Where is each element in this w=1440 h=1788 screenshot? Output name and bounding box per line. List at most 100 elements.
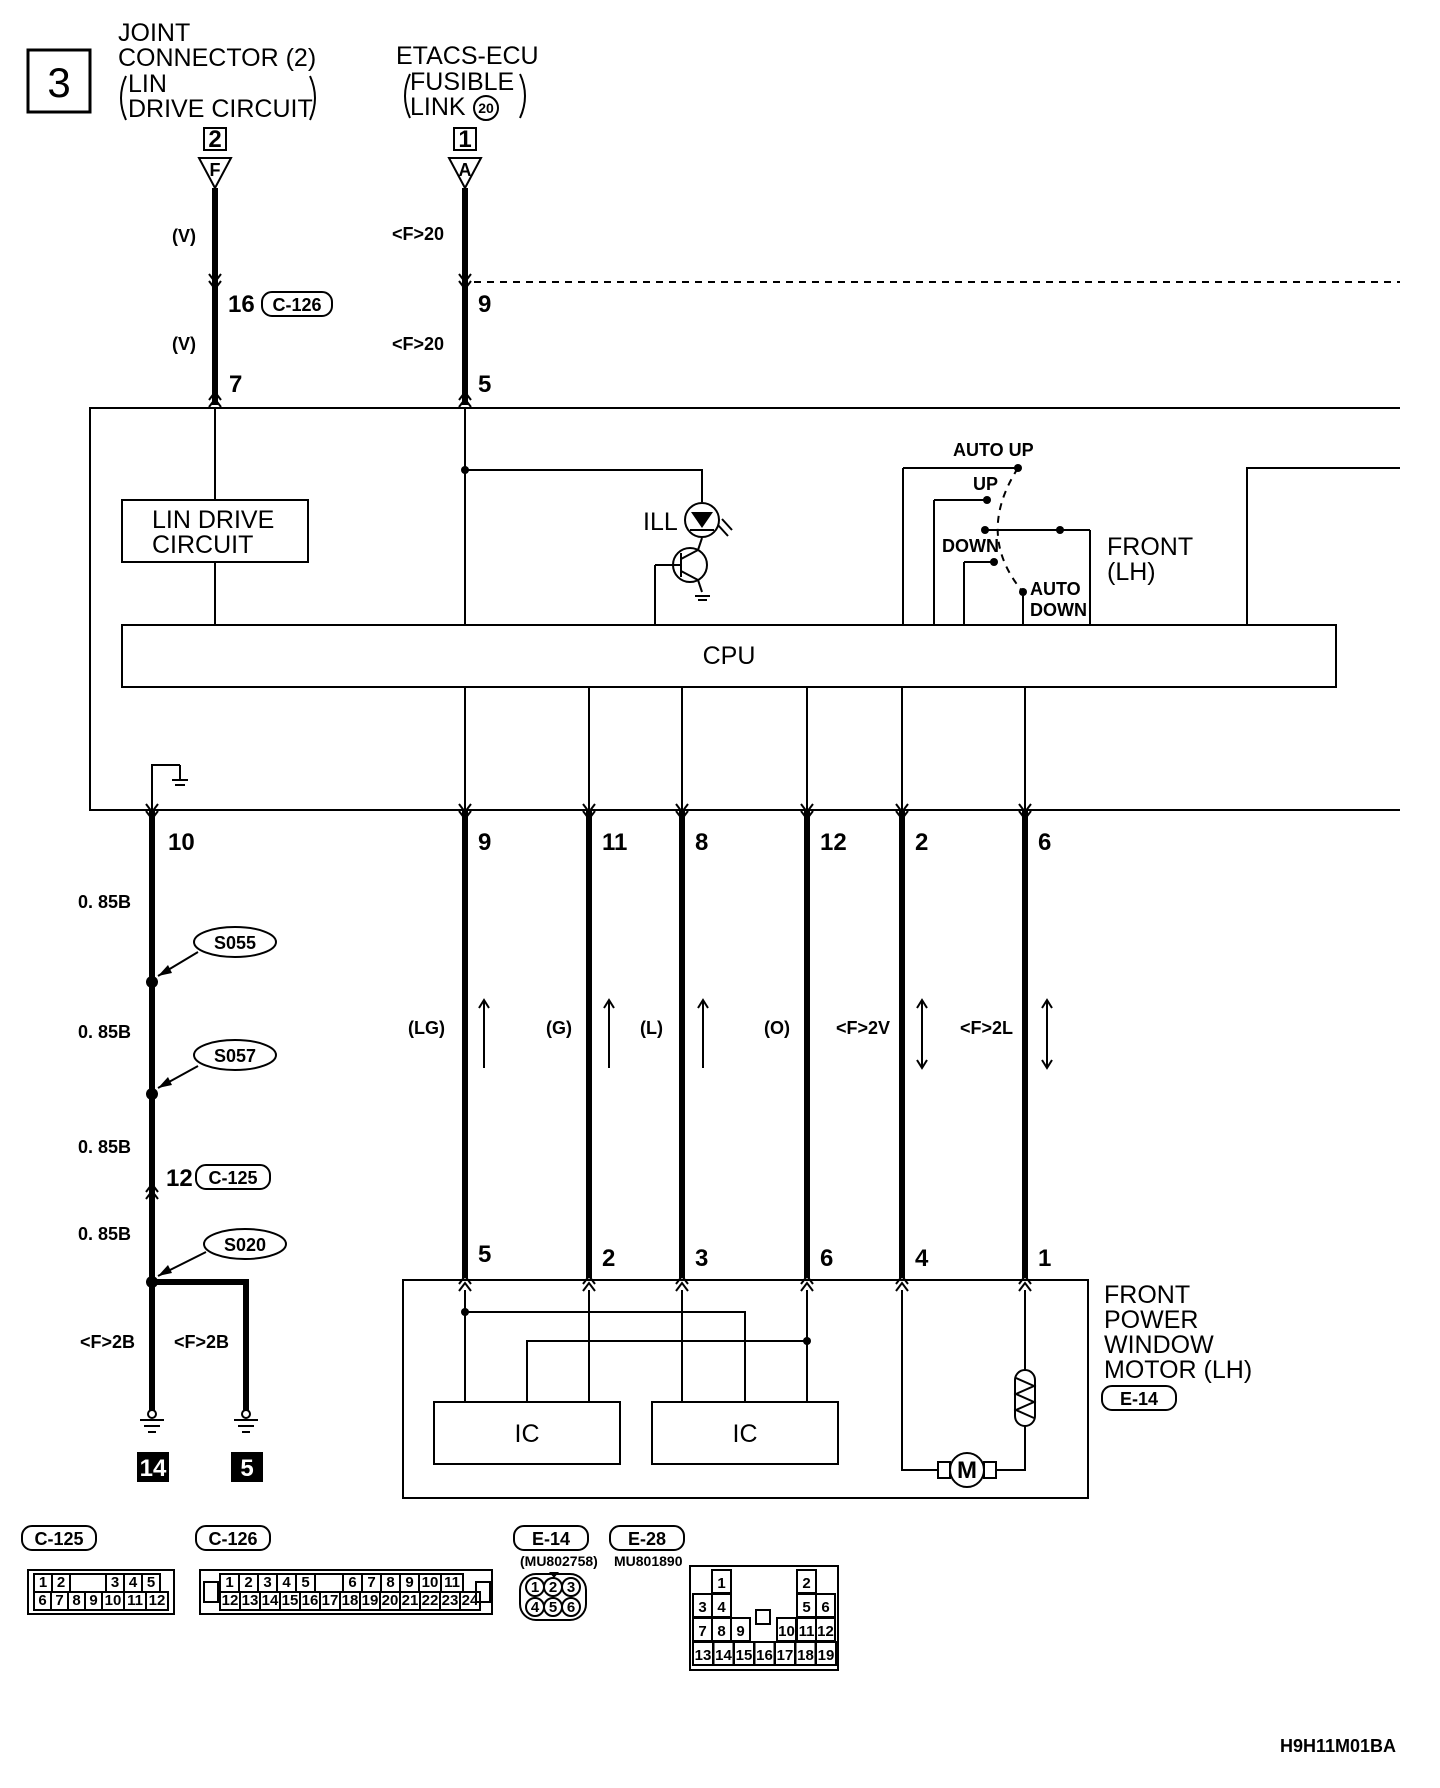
c125-cell: 11: [127, 1592, 143, 1609]
switch-auto-down-2: DOWN: [1030, 600, 1087, 620]
c126-cell: 12: [222, 1592, 239, 1609]
c125-cell: 4: [129, 1574, 138, 1591]
etacs-terminal: 1: [458, 126, 471, 153]
wire-label-f20-mid: <F>20: [392, 334, 444, 354]
switch-auto-up: AUTO UP: [953, 440, 1034, 460]
etacs-line3: LINK: [410, 93, 466, 121]
front-lh-line2: (LH): [1107, 558, 1156, 586]
lin-drive-line1: LIN DRIVE: [152, 506, 274, 534]
e28-cell: 1: [717, 1575, 725, 1592]
wire-label-v-top: (V): [172, 226, 196, 246]
joint-connector-line4: DRIVE CIRCUIT: [128, 95, 313, 123]
e14-cell: 6: [567, 1599, 575, 1616]
motor-label-line4: MOTOR (LH): [1104, 1356, 1252, 1384]
wire-label-f20-top: <F>20: [392, 224, 444, 244]
e28-cell: 19: [818, 1647, 835, 1664]
switch-unit-outline: [89, 407, 1400, 811]
e28-cell: 14: [715, 1647, 732, 1664]
svg-text:MU801890: MU801890: [614, 1553, 683, 1569]
c126-cell: 2: [244, 1574, 252, 1591]
e28-cell: 16: [756, 1647, 773, 1664]
svg-text:C-126: C-126: [208, 1529, 257, 1549]
c125-cell: 3: [111, 1574, 119, 1591]
pin-9-top: 9: [478, 291, 491, 318]
c126-cell: 14: [262, 1592, 279, 1609]
c125-cell: 7: [55, 1592, 63, 1609]
ground-5-icon: [234, 1409, 258, 1433]
ground-14-icon: [140, 1409, 164, 1433]
motor-label-line3: WINDOW: [1104, 1331, 1214, 1359]
e28-cell: 18: [797, 1647, 814, 1664]
switch-contact-arc: [996, 467, 1024, 593]
c125-cell: 2: [57, 1574, 65, 1591]
e28-cell: 15: [736, 1647, 753, 1664]
pin-9: 9: [478, 829, 491, 856]
c126-cell: 11: [444, 1574, 460, 1591]
wire-label-f2b-right: <F>2B: [174, 1332, 229, 1352]
cpu-box: [121, 624, 1337, 688]
wire-label-lg: (LG): [408, 1018, 445, 1038]
joint-terminal: 2: [208, 126, 221, 153]
switch-down: DOWN: [942, 536, 999, 556]
c126-cell: 1: [225, 1574, 233, 1591]
ic-box-1: [433, 1401, 621, 1465]
e28-cell: 6: [821, 1599, 829, 1616]
c126-cell: 6: [348, 1574, 356, 1591]
pin-7: 7: [229, 371, 242, 398]
c126-cell: 13: [242, 1592, 259, 1609]
pin-2: 2: [915, 829, 928, 856]
pin-6: 6: [1038, 829, 1051, 856]
etacs-line2: FUSIBLE: [410, 68, 514, 96]
svg-text:E-28: E-28: [628, 1529, 666, 1549]
e28-cell: 11: [799, 1623, 815, 1640]
etacs-pin-letter: A: [459, 160, 472, 180]
splice-s057: [193, 1039, 277, 1071]
ptc-thermistor-icon: [1013, 1369, 1037, 1427]
wire-label-f2b-left: <F>2B: [80, 1332, 135, 1352]
wire-label-o: (O): [764, 1018, 790, 1038]
ic-label-1: IC: [515, 1420, 540, 1448]
e28-cell: 2: [802, 1575, 810, 1592]
wire-label-l: (L): [640, 1018, 663, 1038]
etacs-label: ETACS-ECU FUSIBLE LINK 20: [396, 42, 539, 121]
wire-label-b3: 0. 85B: [78, 1137, 131, 1157]
c126-cell: 17: [322, 1592, 339, 1609]
connector-c125-ref: C-125: [208, 1168, 257, 1188]
lin-drive-box: [121, 499, 309, 563]
wire-label-b1: 0. 85B: [78, 892, 131, 912]
front-lh-line1: FRONT: [1107, 533, 1193, 561]
motor-label-line1: FRONT: [1104, 1281, 1190, 1309]
joint-connector-line3: LIN: [128, 70, 167, 98]
c126-cell: 7: [367, 1574, 375, 1591]
signal-arrows: [478, 998, 1053, 1070]
svg-text:E-14: E-14: [532, 1529, 570, 1549]
e14-cell: 4: [531, 1599, 540, 1616]
pin-c125-12: 12: [166, 1165, 193, 1192]
c126-cell: 4: [282, 1574, 291, 1591]
c126-cell: 16: [302, 1592, 319, 1609]
motor-icon: M: [937, 1452, 997, 1488]
e28-cell: 10: [778, 1623, 795, 1640]
c126-cell: 8: [386, 1574, 394, 1591]
wire-label-f2v: <F>2V: [836, 1018, 890, 1038]
e28-cell: 3: [698, 1599, 706, 1616]
e14-cell: 1: [531, 1579, 539, 1596]
e28-cell: 17: [777, 1647, 794, 1664]
c126-cell: 19: [362, 1592, 379, 1609]
wire-label-b4: 0. 85B: [78, 1224, 131, 1244]
c126-cell: 20: [382, 1592, 399, 1609]
joint-connector-label: JOINT CONNECTOR (2) LIN DRIVE CIRCUIT: [118, 19, 316, 123]
section-number: 3: [47, 59, 70, 106]
svg-text:M: M: [957, 1457, 977, 1484]
e28-cell: 5: [802, 1599, 810, 1616]
c126-cell: 15: [282, 1592, 299, 1609]
splice-s020-label: S020: [224, 1235, 266, 1255]
ic-label-2: IC: [733, 1420, 758, 1448]
ground-14-label: 14: [140, 1455, 167, 1482]
splice-s055: [193, 926, 277, 958]
e14-cell: 3: [567, 1579, 575, 1596]
